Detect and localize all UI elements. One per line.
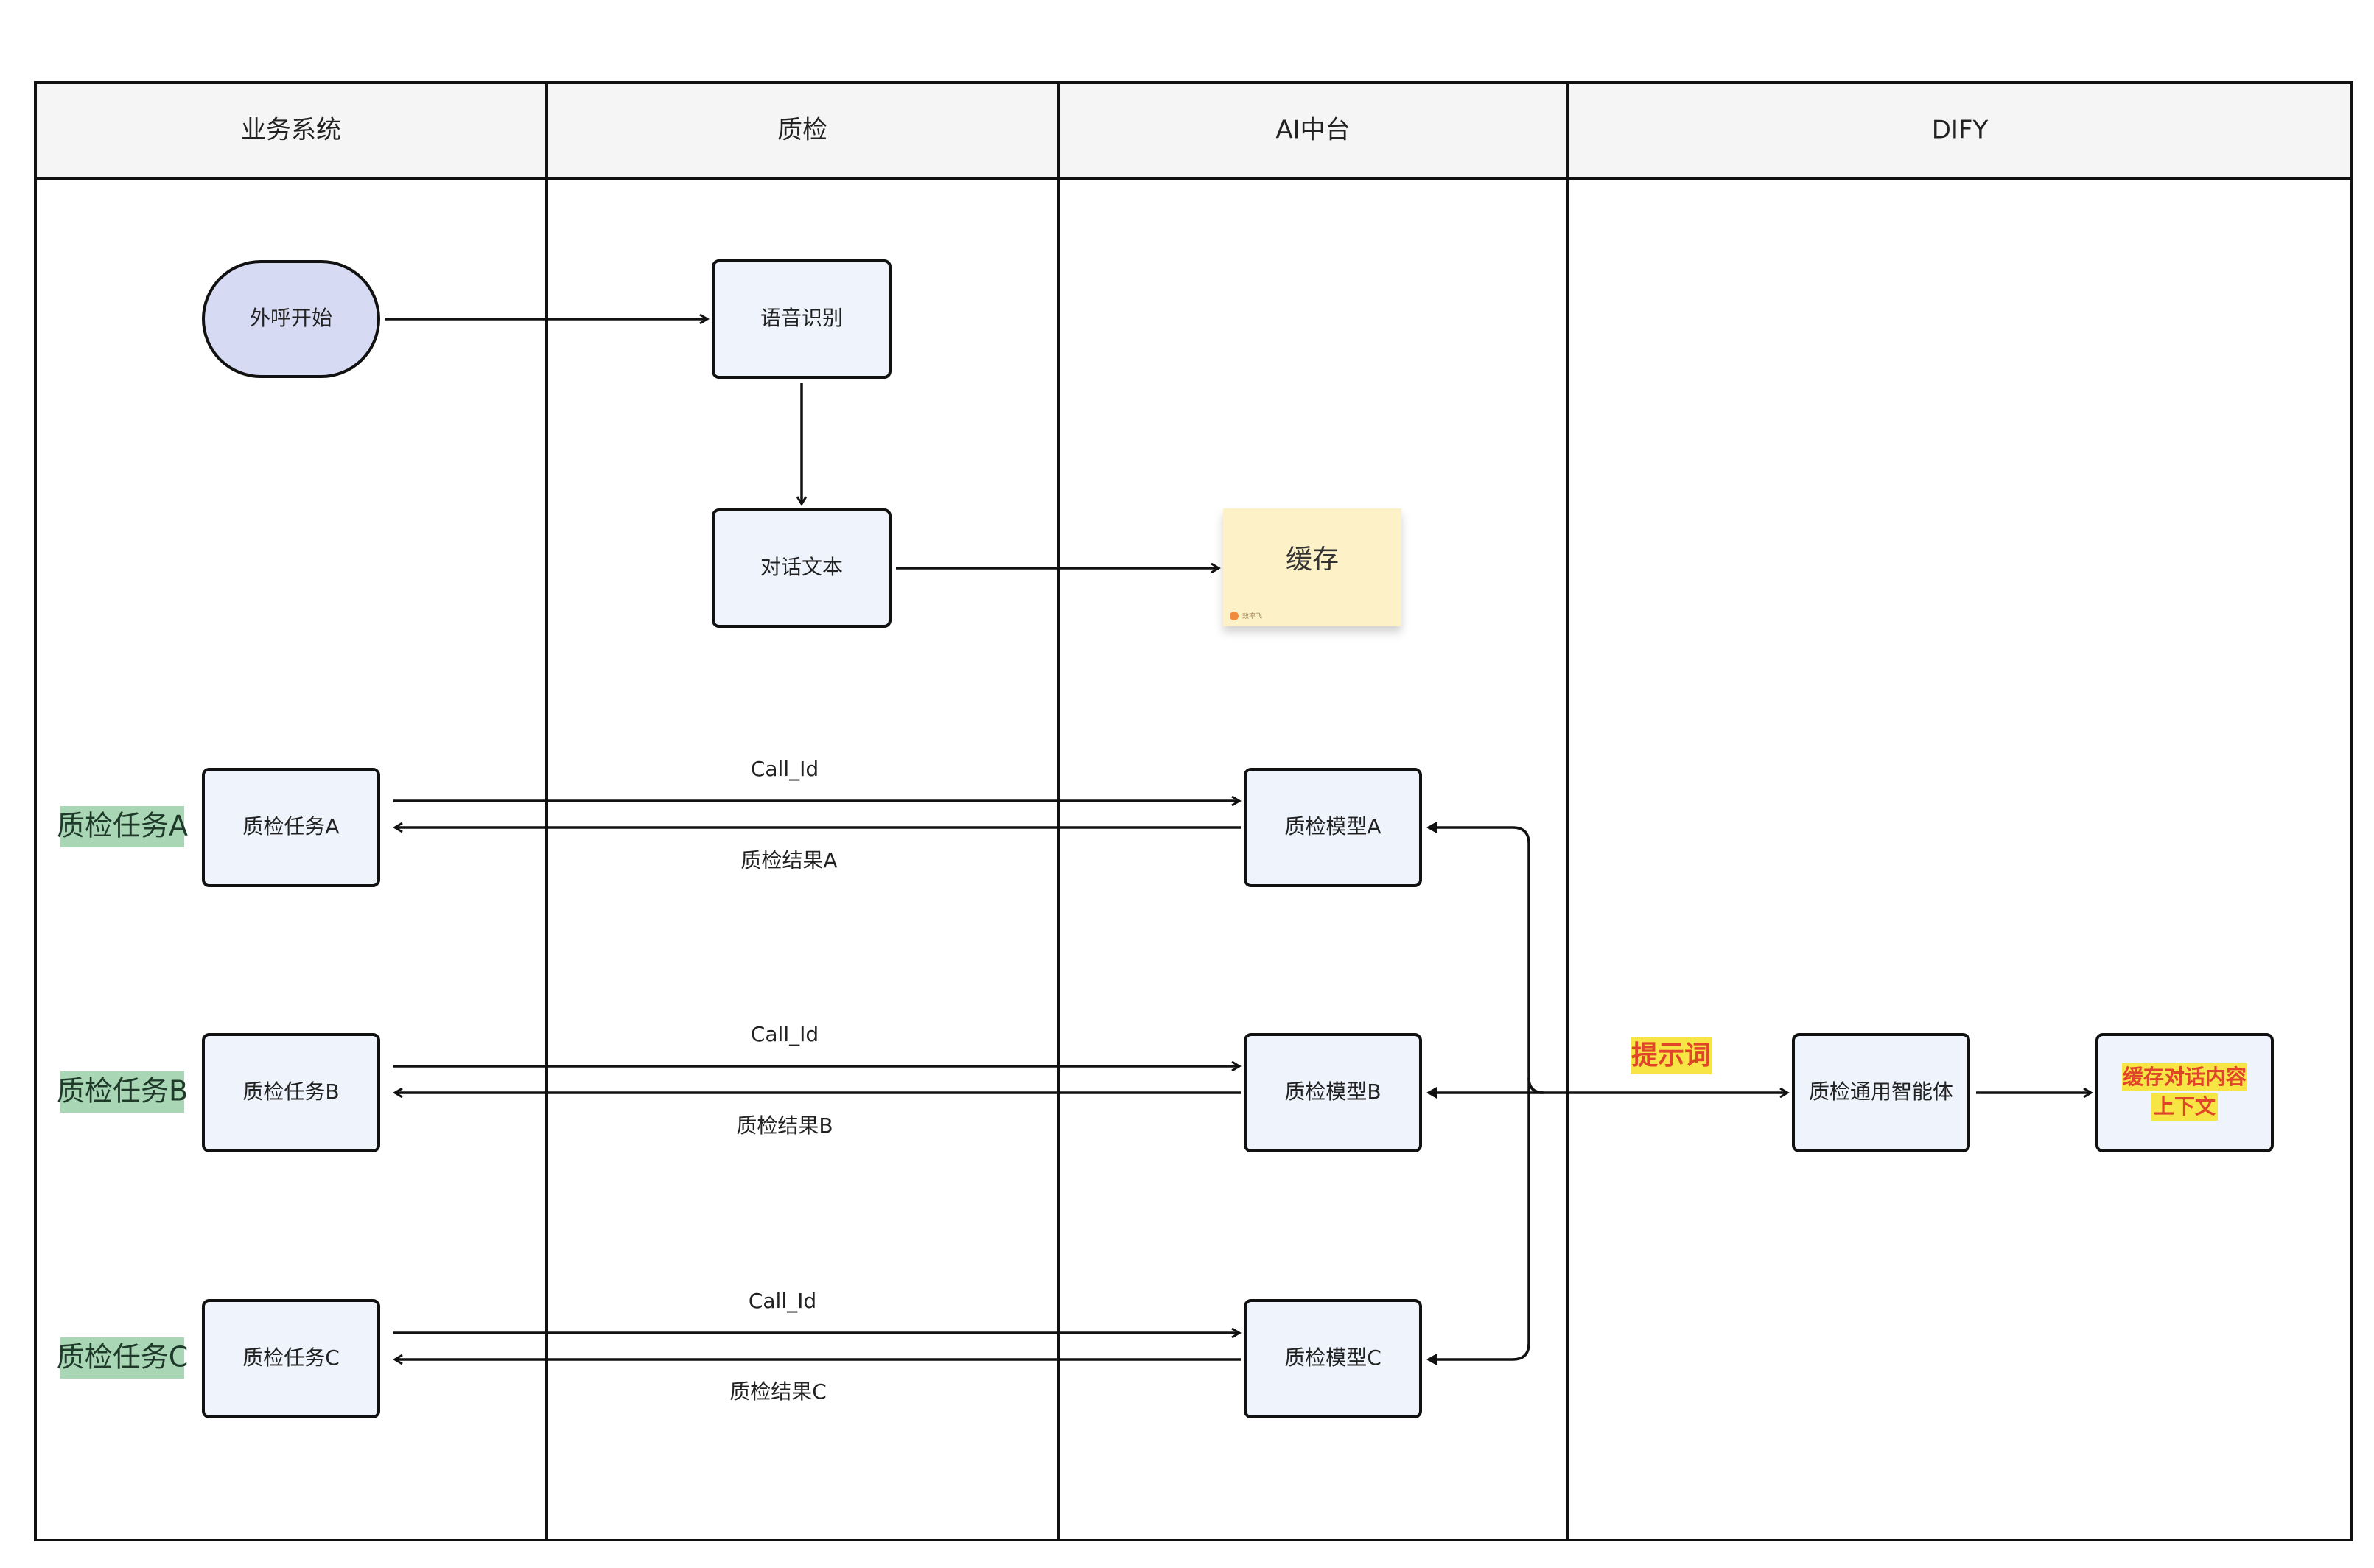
cache-note[interactable]: 缓存 效率飞 [1223,508,1401,626]
context-cache-node[interactable]: 缓存对话内容 上下文 [2095,1033,2274,1152]
dialog-text-node-label: 对话文本 [760,555,843,579]
prompt-label-text: 提示词 [1631,1040,1711,1071]
cache-note-brand: 效率飞 [1242,612,1262,620]
lane-title-qc: 质检 [777,116,827,145]
task-a-node-label: 质检任务A [242,814,339,839]
side-label-b: 质检任务B [57,1071,188,1113]
lane-title-business: 业务系统 [241,116,341,145]
edge-bus-to-model-a [1426,822,1530,1093]
side-label-c: 质检任务C [57,1337,189,1379]
lane-title-ai: AI中台 [1275,116,1350,145]
edge-bus-junction [1527,1077,1544,1094]
model-c-node[interactable]: 质检模型C [1244,1299,1422,1418]
task-c-node-label: 质检任务C [242,1345,340,1370]
edge-label-result-a: 质检结果A [740,848,837,872]
task-b-node[interactable]: 质检任务B [202,1033,380,1152]
task-a-node[interactable]: 质检任务A [202,768,380,887]
model-c-node-label: 质检模型C [1284,1345,1382,1370]
brand-logo-icon [1230,612,1239,620]
model-b-node[interactable]: 质检模型B [1244,1033,1422,1152]
model-a-node-label: 质检模型A [1284,814,1381,839]
side-label-a: 质检任务A [57,806,188,847]
asr-node-label: 语音识别 [760,306,843,330]
edge-label-call-id-a: Call_Id [751,757,819,781]
swimlane-frame [34,81,2353,1541]
context-cache-line1: 缓存对话内容 [2123,1065,2247,1089]
start-node[interactable]: 外呼开始 [202,260,380,378]
agent-node-label: 质检通用智能体 [1809,1079,1953,1104]
edge-bus-to-model-c [1426,1093,1530,1365]
dialog-text-node[interactable]: 对话文本 [712,508,892,628]
edge-label-result-b: 质检结果B [736,1113,833,1138]
edges [385,319,2091,1365]
cache-note-label: 缓存 [1286,545,1339,575]
asr-node[interactable]: 语音识别 [712,259,892,379]
start-node-label: 外呼开始 [250,306,332,330]
task-c-node[interactable]: 质检任务C [202,1299,380,1418]
agent-node[interactable]: 质检通用智能体 [1792,1033,1970,1152]
model-b-node-label: 质检模型B [1284,1079,1381,1104]
task-b-node-label: 质检任务B [242,1079,339,1104]
lane-title-dify: DIFY [1932,116,1989,145]
context-cache-line2: 上下文 [2154,1094,2216,1119]
prompt-label: 提示词 [1631,1037,1712,1074]
edge-label-call-id-c: Call_Id [749,1289,816,1313]
edge-label-result-c: 质检结果C [729,1379,827,1404]
edge-label-call-id-b: Call_Id [751,1022,819,1046]
side-label-a-text: 质检任务A [57,810,188,842]
side-label-c-text: 质检任务C [57,1341,189,1373]
side-label-b-text: 质检任务B [57,1075,188,1107]
model-a-node[interactable]: 质检模型A [1244,768,1422,887]
